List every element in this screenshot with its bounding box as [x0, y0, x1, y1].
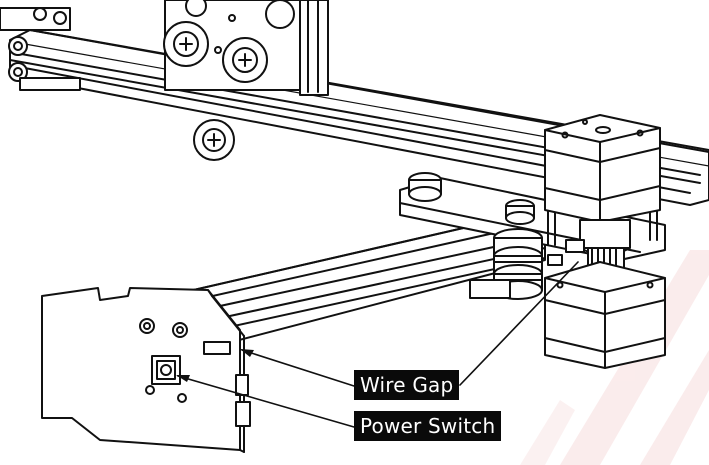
- power-switch-icon: [151, 355, 181, 385]
- leader-lines: [176, 261, 579, 428]
- wire-clip: [547, 239, 585, 266]
- front-plate: [41, 287, 251, 453]
- left-end-bracket: [0, 7, 81, 91]
- top-carriage: [163, 0, 329, 161]
- upper-stepper-motor: [544, 114, 661, 223]
- lower-stepper-motor: [544, 261, 666, 369]
- wire-gap-label: Wire Gap: [354, 370, 460, 400]
- v-wheel-stack: [469, 228, 543, 300]
- power-switch-label: Power Switch: [354, 411, 502, 441]
